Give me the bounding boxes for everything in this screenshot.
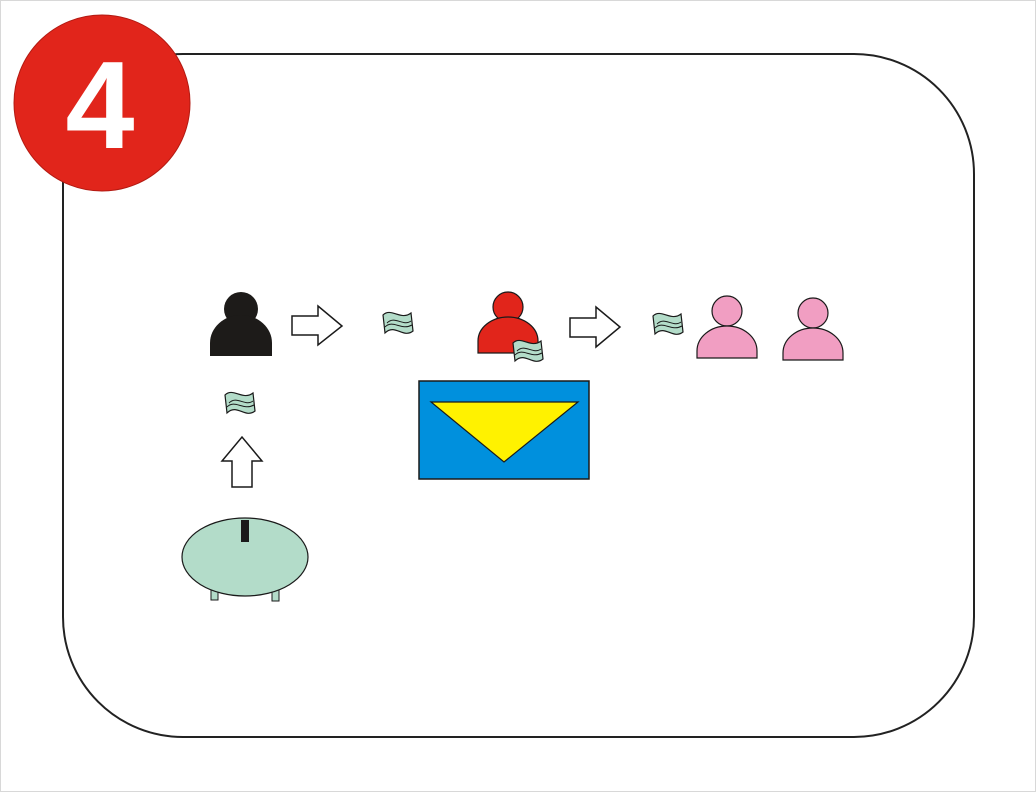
person-icon	[696, 295, 758, 359]
person-icon	[210, 292, 272, 356]
money-icon	[512, 339, 544, 362]
arrow-up-icon	[220, 435, 264, 488]
step-badge: 4	[13, 14, 191, 192]
arrow-right-icon	[291, 304, 344, 347]
arrow-right-icon	[569, 305, 622, 349]
step-number: 4	[66, 37, 135, 175]
money-icon	[652, 312, 684, 335]
person-icon	[782, 297, 844, 361]
piggy-bank-icon	[181, 517, 309, 602]
envelope-icon	[418, 380, 590, 480]
money-icon	[224, 391, 256, 414]
money-icon	[382, 311, 414, 334]
step-badge-circle	[13, 14, 191, 192]
